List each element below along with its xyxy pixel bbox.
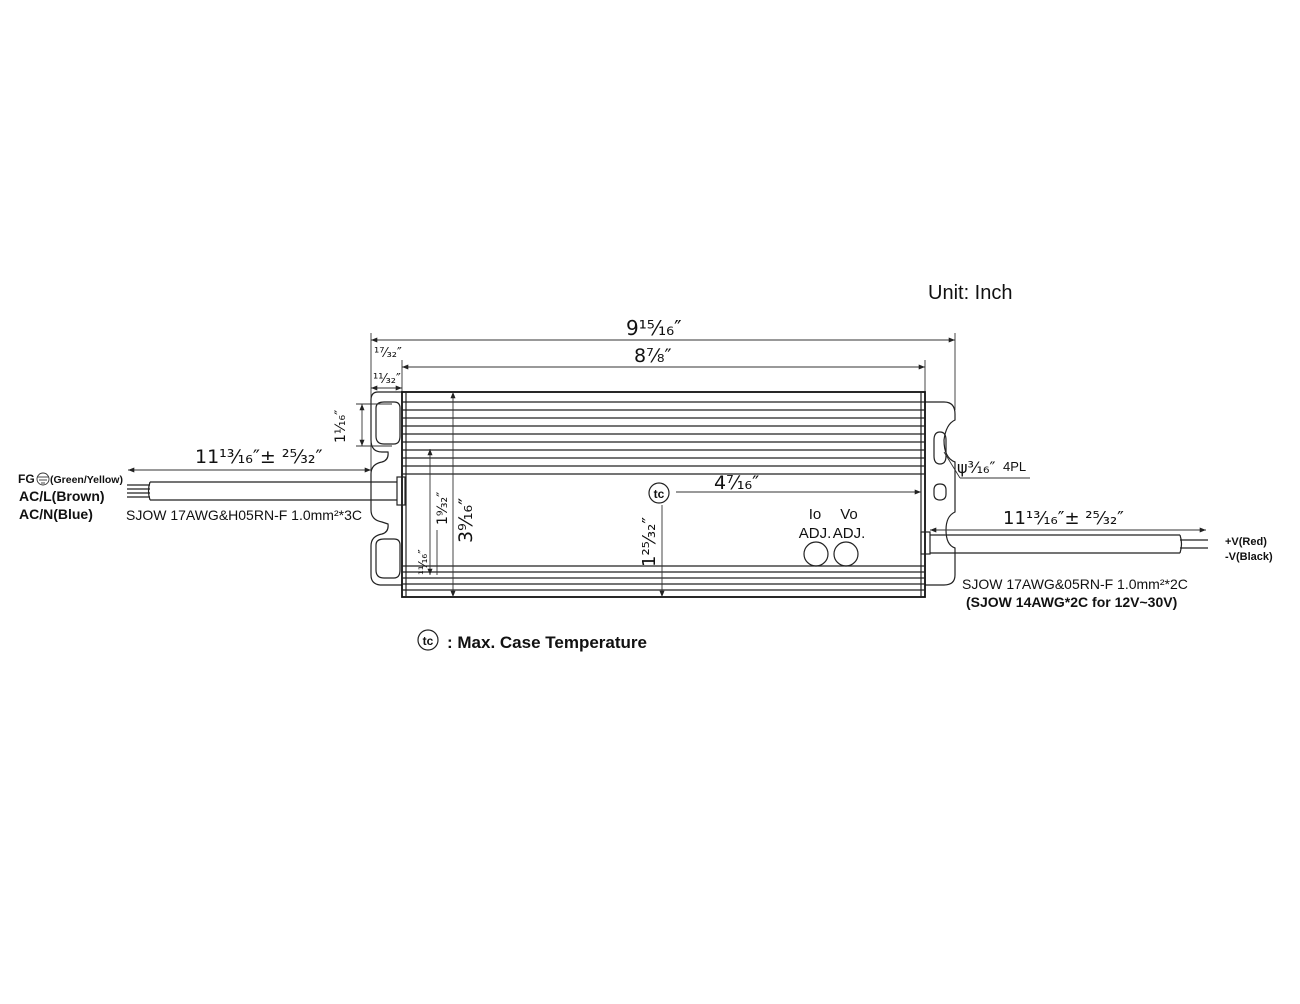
hole-spacing-label: 1¹⁄₁₆″ (333, 410, 349, 443)
unit-label: Unit: Inch (928, 282, 1012, 304)
body-length-label: 8⁷⁄₈″ (634, 345, 672, 367)
right-mount-flange (925, 401, 956, 586)
pos-label: +V(Red) (1225, 536, 1267, 548)
left-upper-slot (375, 401, 401, 445)
left-vertical-dimensions: 1¹⁄₁₆″ 3⁹⁄₁₆″ 1⁹⁄₃₂″ ¹¹⁄₁₆″ 1²⁵⁄₃₂″ (333, 392, 665, 597)
legend-tc-circle (417, 629, 439, 651)
vo-adj-bottom: ADJ. (833, 525, 866, 542)
input-cable: 11¹³⁄₁₆″± ²⁵⁄₃₂″ (127, 446, 397, 501)
tc-symbol-circle (648, 482, 670, 504)
right-mid-hole (933, 483, 947, 501)
io-adj-bottom: ADJ. (799, 525, 832, 542)
legend-text: : Max. Case Temperature (447, 633, 647, 652)
legend-tc-text: tc (423, 634, 434, 648)
fg-prefix: FG (18, 472, 35, 486)
tc-legend: tc : Max. Case Temperature (417, 629, 647, 652)
left-mount-flange (370, 391, 402, 586)
tc-symbol-text: tc (654, 487, 665, 501)
input-cable-length-label: 11¹³⁄₁₆″± ²⁵⁄₃₂″ (195, 446, 323, 468)
top-dimensions: 9¹⁵⁄₁₆″ 8⁷⁄₈″ ¹⁷⁄₃₂″ ¹¹⁄₃₂″ (370, 316, 956, 480)
input-cable-gland (396, 476, 406, 506)
output-cable-gland (920, 531, 931, 555)
vo-adjust-knob (833, 541, 859, 567)
cooling-fins-bottom (402, 565, 925, 591)
input-cable-spec: SJOW 17AWG&H05RN-F 1.0mm²*3C (126, 507, 362, 523)
cooling-fins-top (402, 401, 925, 475)
height-small-label: ¹¹⁄₁₆″ (416, 549, 430, 575)
left-lower-slot (375, 538, 401, 579)
adjusters: Io ADJ. Vo ADJ. (799, 506, 866, 567)
io-adj-top: Io (809, 506, 822, 523)
output-cable-spec-alt: (SJOW 14AWG*2C for 12V~30V) (966, 594, 1177, 610)
vo-adj-top: Vo (840, 506, 858, 523)
tc-offset-horizontal-label: 4⁷⁄₁₆″ (714, 472, 759, 494)
height-overall-label: 3⁹⁄₁₆″ (455, 498, 477, 543)
input-wire-labels: FG (Green/Yellow) AC/L(Brown) AC/N(Blue)… (18, 472, 362, 523)
tc-offset-vertical-label: 1²⁵⁄₃₂″ (639, 517, 660, 567)
mount-hole-label: ψ³⁄₁₆″ (957, 458, 995, 477)
acn-label: AC/N(Blue) (19, 506, 93, 522)
fg-color: (Green/Yellow) (50, 474, 123, 486)
mount-hole-suffix: 4PL (1003, 459, 1026, 474)
flange-outer-label: ¹⁷⁄₃₂″ (374, 346, 402, 361)
housing-body (401, 391, 926, 598)
tc-point: tc 4⁷⁄₁₆″ (648, 472, 921, 504)
io-adjust-knob (803, 541, 829, 567)
ground-icon (36, 472, 50, 486)
output-cable-spec: SJOW 17AWG&05RN-F 1.0mm²*2C (962, 576, 1188, 592)
output-cable-length-label: 11¹³⁄₁₆″± ²⁵⁄₃₂″ (1003, 508, 1124, 529)
mount-hole-note: ψ³⁄₁₆″ 4PL (943, 451, 1030, 479)
acl-label: AC/L(Brown) (19, 488, 105, 504)
output-cable: 11¹³⁄₁₆″± ²⁵⁄₃₂″ (930, 508, 1208, 554)
neg-label: -V(Black) (1225, 551, 1273, 563)
overall-length-label: 9¹⁵⁄₁₆″ (626, 316, 682, 340)
height-inner-label: 1⁹⁄₃₂″ (435, 492, 451, 525)
psu-housing (370, 391, 956, 598)
output-wire-labels: +V(Red) -V(Black) SJOW 17AWG&05RN-F 1.0m… (962, 536, 1273, 610)
flange-inner-label: ¹¹⁄₃₂″ (373, 372, 401, 387)
